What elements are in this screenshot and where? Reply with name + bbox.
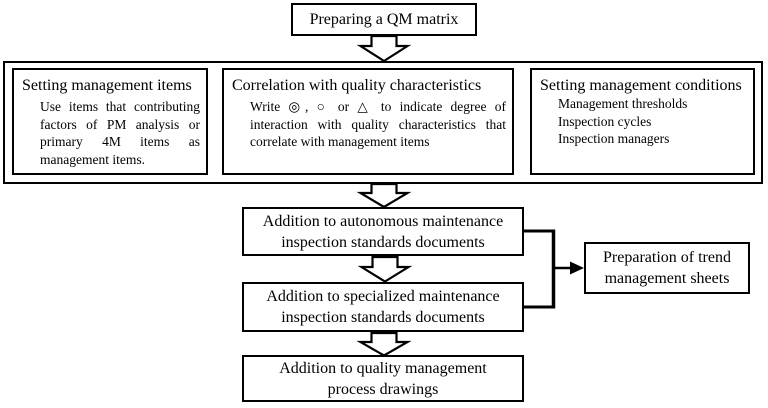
down-block-arrow-icon (356, 331, 412, 357)
box-trend-management-sheets: Preparation of trend management sheets (584, 242, 750, 294)
box-preparing-qm-matrix-label: Preparing a QM matrix (309, 11, 459, 28)
down-block-arrow-icon (357, 255, 413, 283)
trend-sheets-line2: management sheets (604, 270, 730, 287)
arrowhead-right-icon (570, 261, 584, 275)
box-correlation-quality-characteristics: Correlation with quality characteristics… (222, 68, 514, 175)
trend-sheets-line1: Preparation of trend (603, 249, 731, 266)
condition-item-inspection-managers: Inspection managers (558, 131, 670, 146)
quality-drawings-line2: process drawings (327, 380, 439, 398)
box-autonomous-maintenance: Addition to autonomous maintenance inspe… (242, 207, 524, 256)
condition-item-inspection-cycles: Inspection cycles (558, 113, 652, 129)
down-block-arrow-icon (356, 182, 412, 209)
box-setting-management-conditions: Setting management conditions Management… (530, 68, 755, 175)
condition-item-management-thresholds: Management thresholds (558, 96, 688, 111)
box-specialized-maintenance: Addition to specialized maintenance insp… (242, 282, 524, 332)
setting-management-conditions-title: Setting management conditions (540, 77, 742, 94)
box-quality-process-drawings: Addition to quality management process d… (242, 355, 524, 402)
box-preparing-qm-matrix: Preparing a QM matrix (291, 3, 477, 36)
quality-drawings-line1: Addition to quality management (279, 359, 487, 377)
specialized-line2: inspection standards documents (281, 309, 485, 326)
setting-management-items-title: Setting management items (22, 77, 192, 94)
specialized-line1: Addition to specialized maintenance (266, 288, 500, 305)
correlation-title: Correlation with quality characteristics (232, 77, 482, 94)
correlation-body: Write ◎, ○ or △ to indicate degree of in… (250, 99, 506, 149)
down-block-arrow-icon (356, 34, 412, 63)
autonomous-line2: inspection standards documents (281, 233, 485, 251)
box-setting-management-items: Setting management items Use items that … (12, 68, 208, 175)
setting-management-items-body: Use items that contributing factors of P… (40, 99, 200, 167)
autonomous-line1: Addition to autonomous maintenance (262, 212, 504, 230)
